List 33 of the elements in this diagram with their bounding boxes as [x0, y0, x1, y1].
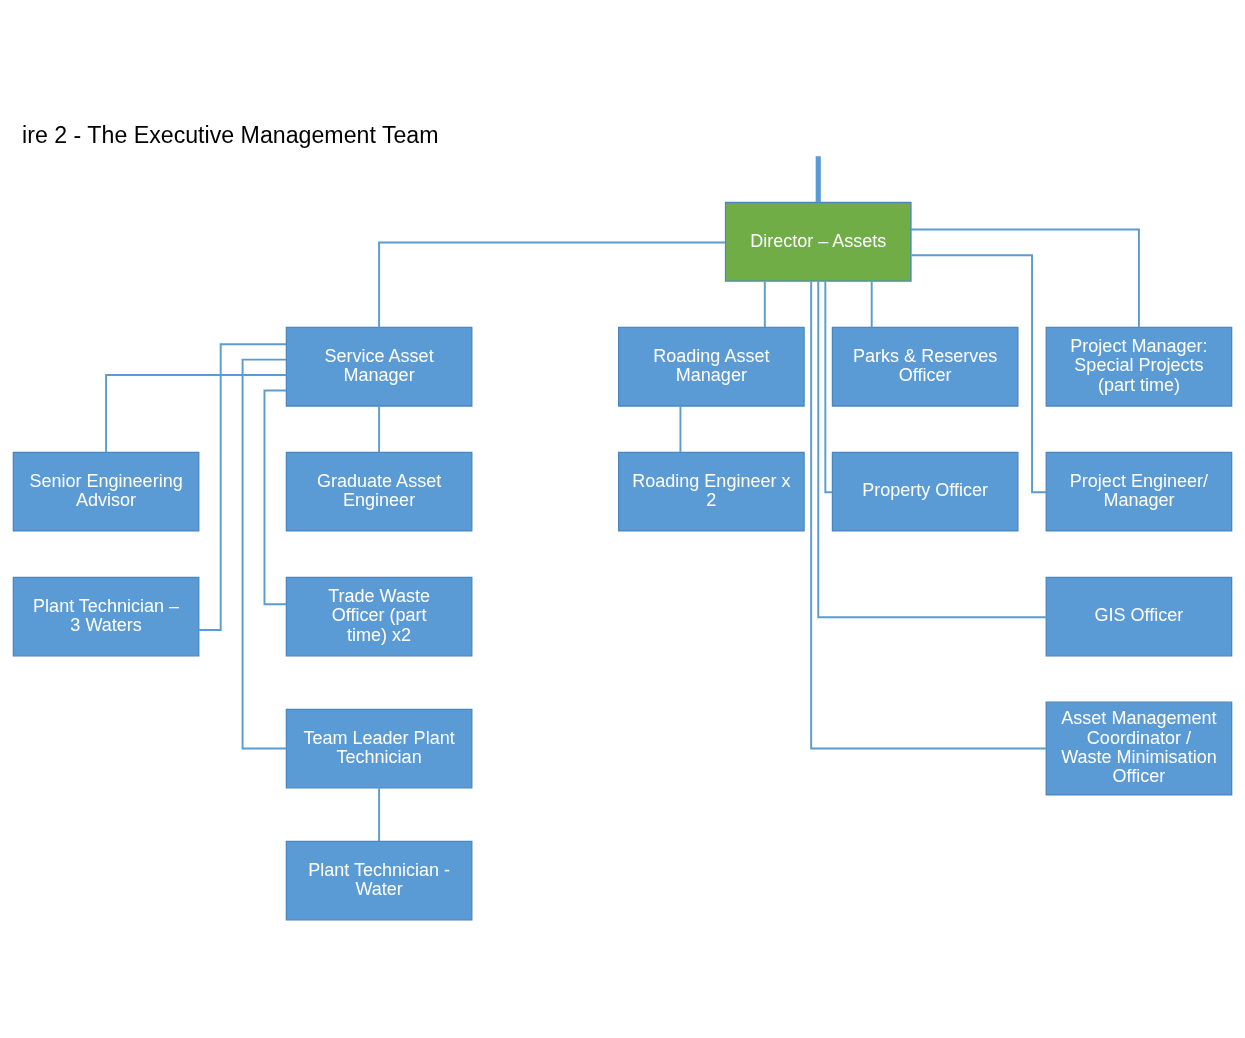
connector — [105, 373, 288, 453]
connector — [763, 279, 766, 328]
connector — [817, 279, 1048, 618]
connector — [378, 240, 727, 328]
node-box: Roading Engineer x 2 — [618, 451, 805, 532]
node-box: Service Asset Manager — [285, 326, 473, 407]
node-box: Plant Technician - Water — [285, 840, 473, 920]
connector — [263, 389, 287, 605]
connector — [198, 342, 287, 631]
connector — [815, 155, 821, 202]
node-box: Graduate Asset Engineer — [285, 451, 473, 532]
node-box: Plant Technician – 3 Waters — [12, 576, 200, 656]
node-box: Project Manager: Special Projects (part time) — [1045, 326, 1233, 407]
connector — [378, 404, 381, 453]
node-box: Roading Asset Manager — [618, 326, 805, 407]
node-box: Senior Engineering Advisor — [12, 451, 200, 532]
node-box: Trade Waste Officer (part time) x2 — [285, 576, 473, 656]
diagram-title: ire 2 - The Executive Management Team — [22, 121, 439, 148]
connector — [870, 279, 873, 328]
connector — [810, 279, 1047, 750]
connector — [378, 786, 381, 842]
node-box: Asset Management Coordinator / Waste Minimisation Officer — [1045, 701, 1233, 796]
connector — [910, 253, 1047, 493]
node-box: GIS Officer — [1045, 576, 1233, 656]
node-box: Property Officer — [831, 451, 1019, 532]
connector — [910, 228, 1140, 328]
node-box: Director – Assets — [724, 201, 912, 282]
node-box: Project Engineer/ Manager — [1045, 451, 1233, 532]
node-box: Team Leader Plant Technician — [285, 708, 473, 788]
connector — [679, 404, 682, 453]
connector — [241, 358, 288, 750]
connector — [824, 280, 834, 493]
node-box: Parks & Reserves Officer — [831, 326, 1019, 407]
